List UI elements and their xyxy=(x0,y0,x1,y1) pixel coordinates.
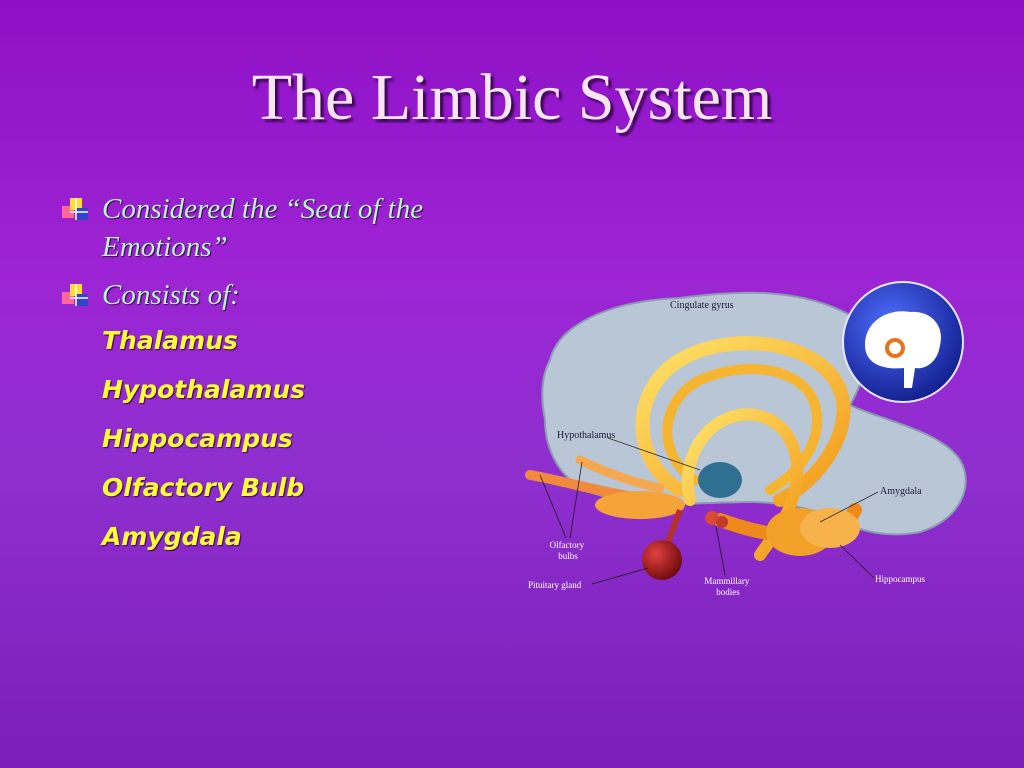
leader-line xyxy=(819,491,879,523)
label-pituitary-gland: Pituitary gland xyxy=(528,580,582,590)
leader-line xyxy=(607,437,701,471)
label-line: bodies xyxy=(716,587,740,597)
bullet-square-icon xyxy=(62,284,88,306)
label-hypothalamus: Hypothalamus xyxy=(557,430,615,441)
fornix-loop xyxy=(662,364,822,495)
leader-line xyxy=(539,474,567,539)
bullet-square-icon xyxy=(62,198,88,220)
brain-inset-limbic xyxy=(885,338,905,358)
part-item: Olfactory Bulb xyxy=(102,473,305,502)
label-cingulate-gyrus: Cingulate gyrus xyxy=(670,300,734,311)
part-item: Thalamus xyxy=(102,326,238,355)
label-hippocampus: Hippocampus xyxy=(875,574,925,584)
part-item: Amygdala xyxy=(102,522,242,551)
fornix-loop xyxy=(635,336,851,507)
bullet-item: Considered the “Seat of the Emotions” xyxy=(60,190,520,266)
leader-line xyxy=(839,544,875,579)
mammillary-body xyxy=(705,511,719,525)
bullet-text: Consists of: xyxy=(102,279,240,311)
hippocampus xyxy=(800,508,860,548)
part-item: Hippocampus xyxy=(102,424,293,453)
mammillary-body xyxy=(716,516,728,528)
limbic-parts-list: Thalamus Hypothalamus Hippocampus Olfact… xyxy=(60,316,520,561)
label-olfactory-bulbs: Olfactory bulbs xyxy=(550,540,587,561)
olfactory-bulb xyxy=(575,455,665,493)
bullet-item: Consists of: xyxy=(60,276,520,314)
slide-title: The Limbic System xyxy=(251,61,773,134)
label-amygdala: Amygdala xyxy=(880,486,922,497)
leader-line xyxy=(569,461,583,539)
thalamus xyxy=(698,462,742,498)
label-line: Mammillary xyxy=(704,576,749,586)
label-line: bulbs xyxy=(558,551,578,561)
leader-line xyxy=(591,567,649,585)
leader-line xyxy=(715,525,726,576)
label-line: Olfactory xyxy=(550,540,585,550)
pituitary-stalk xyxy=(665,508,683,544)
limbic-system-diagram: Cingulate gyrus Hypothalamus Amygdala Ol… xyxy=(525,281,967,597)
bullet-list: Considered the “Seat of the Emotions” Co… xyxy=(60,190,520,561)
bullet-text: Considered the “Seat of the Emotions” xyxy=(102,193,424,263)
part-item: Hypothalamus xyxy=(102,375,306,404)
label-mammillary-bodies: Mammillary bodies xyxy=(704,576,751,597)
pituitary-gland xyxy=(642,540,682,580)
hypothalamus-region xyxy=(595,491,685,519)
